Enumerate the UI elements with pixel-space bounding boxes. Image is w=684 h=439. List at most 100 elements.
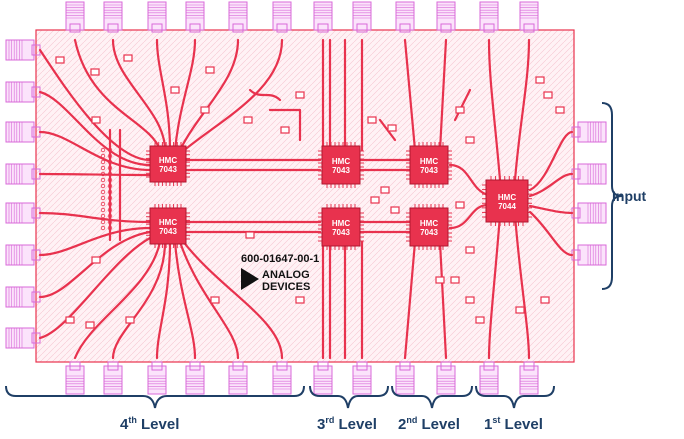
rf-trace	[528, 204, 574, 215]
sma-connector	[5, 327, 41, 349]
rf-trace	[38, 226, 152, 257]
sma-connector	[436, 1, 456, 33]
via	[100, 195, 106, 201]
logo-line2: DEVICES	[262, 281, 310, 293]
via	[100, 171, 106, 177]
part-number: 600-01647-00-1	[241, 253, 319, 265]
sma-connector	[228, 361, 248, 395]
passive-part	[200, 106, 210, 114]
sma-connector	[571, 163, 607, 185]
sma-connector	[5, 81, 41, 103]
level2-text: Level	[417, 416, 460, 433]
passive-part	[367, 116, 377, 124]
sma-connector	[395, 361, 415, 395]
sma-connector	[519, 361, 539, 395]
level1-num: 1	[484, 416, 493, 433]
passive-part	[91, 256, 101, 264]
passive-part	[91, 116, 101, 124]
chip-label-line2: 7043	[420, 166, 438, 175]
rf-trace	[448, 203, 490, 230]
passive-part	[380, 186, 390, 194]
chip-label-line2: 7043	[159, 165, 177, 174]
via	[107, 153, 113, 159]
via	[107, 213, 113, 219]
sma-connector	[352, 1, 372, 33]
sma-connector	[5, 163, 41, 185]
rf-trace	[111, 240, 167, 360]
analog-devices-logo: ANALOG DEVICES	[241, 268, 310, 293]
sma-connector	[313, 1, 333, 33]
level4-text: Level	[136, 416, 180, 433]
rf-trace	[180, 238, 284, 360]
rf-trace	[438, 38, 448, 152]
chip-label-line1: HMC	[332, 157, 350, 166]
chip-label-line1: HMC	[159, 218, 177, 227]
via	[100, 189, 106, 195]
sma-connector	[103, 361, 123, 395]
rf-trace	[111, 38, 167, 152]
level3-text: Level	[334, 416, 377, 433]
sma-connector	[65, 361, 85, 395]
passive-part	[475, 316, 485, 324]
level4-bracket	[5, 385, 305, 409]
passive-part	[465, 136, 475, 144]
rf-trace	[73, 38, 162, 152]
sma-connector	[147, 1, 167, 33]
via	[107, 201, 113, 207]
sma-connector	[519, 1, 539, 33]
via	[100, 147, 106, 153]
rf-trace	[155, 38, 172, 152]
sma-connector	[65, 1, 85, 33]
rf-trace	[38, 130, 152, 172]
via	[107, 195, 113, 201]
sma-connector	[313, 361, 333, 395]
via	[107, 219, 113, 225]
via	[100, 165, 106, 171]
rf-trace	[528, 130, 574, 192]
sma-connector	[352, 361, 372, 395]
rf-trace	[38, 230, 152, 299]
level2-sup: nd	[406, 415, 418, 425]
sma-connector	[479, 1, 499, 33]
sma-connector	[185, 361, 205, 395]
rf-trace	[487, 38, 502, 182]
passive-part	[170, 86, 180, 94]
passive-part	[515, 306, 525, 314]
passive-part	[455, 201, 465, 209]
sma-connector	[479, 361, 499, 395]
passive-part	[295, 91, 305, 99]
level3-bracket	[309, 385, 389, 409]
passive-part	[205, 66, 215, 74]
passive-part	[370, 196, 380, 204]
rf-trace	[38, 48, 152, 162]
level3-label: 3rd Level	[317, 416, 377, 434]
rf-trace	[438, 240, 448, 360]
chip-label-line1: HMC	[420, 157, 438, 166]
passive-part	[295, 296, 305, 304]
rf-traces	[38, 38, 574, 360]
level1-bracket	[475, 385, 555, 409]
rf-trace	[403, 240, 417, 360]
sma-connector	[5, 121, 41, 143]
sma-connector	[185, 1, 205, 33]
passive-part	[90, 68, 100, 76]
level1-sup: st	[492, 415, 501, 425]
passive-part	[465, 296, 475, 304]
pcb-outline	[35, 29, 575, 363]
passive-part	[85, 321, 95, 329]
level2-label: 2nd Level	[398, 415, 460, 434]
via	[100, 177, 106, 183]
via	[107, 189, 113, 195]
rf-trace	[528, 172, 574, 198]
chip-label-line1: HMC	[332, 219, 350, 228]
passive-part	[280, 126, 290, 134]
chip-label-line1: HMC	[159, 156, 177, 165]
sma-connector	[5, 202, 41, 224]
components	[55, 54, 565, 329]
chip-label-line2: 7043	[332, 228, 350, 237]
